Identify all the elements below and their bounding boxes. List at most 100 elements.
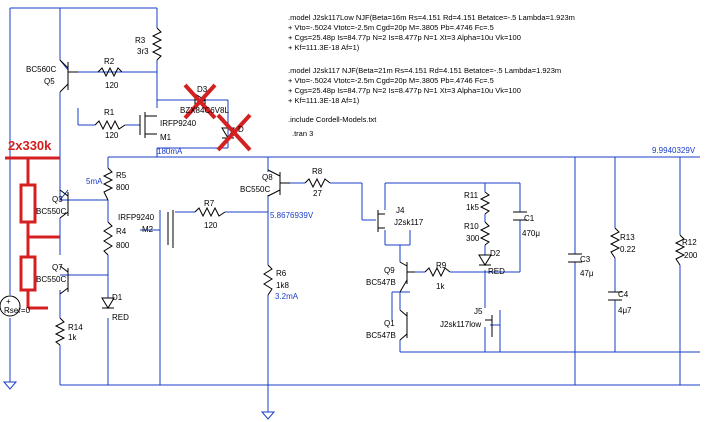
label-d3-type: BZX84C6V8L [180, 106, 229, 115]
capacitor-c1 [513, 211, 527, 221]
resistor-r13 [609, 227, 621, 259]
label-r5-value: 800 [116, 183, 130, 192]
label-r13-value: 0.22 [620, 245, 636, 254]
strike-mark-d3 [183, 83, 217, 120]
spice-directives: .model J2sk117Low NJF(Beta=16m Rs=4.151 … [288, 13, 575, 138]
label-m1-current: 180mA [157, 147, 183, 156]
label-m2: M2 [142, 225, 154, 234]
led-d2 [478, 254, 492, 266]
label-q3-type: BC550C [36, 207, 66, 216]
label-r9: R9 [436, 261, 447, 270]
led-d1 [101, 297, 115, 309]
resistor-r12 [674, 234, 686, 266]
svg-text:-: - [7, 307, 10, 316]
label-r7-value: 120 [204, 221, 218, 230]
label-j4: J4 [396, 206, 405, 215]
label-r13: R13 [620, 233, 635, 242]
label-r3: R3 [135, 36, 146, 45]
label-q5: Q5 [44, 77, 55, 86]
label-j5: J5 [474, 307, 483, 316]
label-j4-type: J2sk117 [394, 218, 424, 227]
transistor-q8 [267, 169, 290, 197]
resistor-r11 [479, 191, 491, 215]
directive-line: + Cgs=25.48p Is=84.77p N=2 Is=8.477p N=1… [288, 86, 521, 95]
label-r5-current: 5mA [86, 177, 103, 186]
directive-line: + Kf=111.3E-18 Af=1) [288, 96, 360, 105]
label-d2: D2 [490, 249, 501, 258]
transistor-q5 [59, 59, 78, 93]
directive-line: .model J2sk117Low NJF(Beta=16m Rs=4.151 … [288, 13, 575, 22]
label-source: Rser=0 [4, 306, 31, 315]
label-node-voltage: 5.8676939V [270, 211, 314, 220]
mosfet-m1 [139, 112, 157, 138]
label-c3-value: 47μ [580, 269, 594, 278]
label-c4: C4 [618, 290, 629, 299]
label-output-voltage: 9.9940329V [652, 146, 696, 155]
label-q1-type: BC547B [366, 331, 396, 340]
resistor-r6 [263, 264, 273, 296]
red-resistor-lower [19, 255, 37, 292]
label-d3: D3 [197, 85, 208, 94]
resistor-r2 [97, 66, 123, 78]
label-q5-type: BC560C [26, 65, 56, 74]
label-j5-type: J2sk117low [440, 320, 481, 329]
ground-icon [2, 378, 18, 390]
label-d1-type: RED [112, 313, 129, 322]
directive-line: .include Cordell-Models.txt [288, 115, 377, 124]
label-c1-value: 470μ [522, 229, 540, 238]
directive-line: .tran 3 [292, 129, 313, 138]
label-r6: R6 [276, 269, 287, 278]
label-r12: R12 [682, 238, 697, 247]
ground-symbols [2, 378, 276, 420]
label-q7: Q7 [52, 263, 63, 272]
strike-mark-diode [216, 113, 252, 152]
label-q8-type: BC550C [240, 185, 270, 194]
label-r11: R11 [464, 191, 479, 200]
label-c1: C1 [524, 214, 535, 223]
label-c3: C3 [580, 255, 591, 264]
annotation-2x330k: 2x330k [8, 138, 52, 153]
red-resistor-upper [19, 183, 37, 224]
label-q7-type: BC550C [36, 275, 66, 284]
label-r8-value: 27 [313, 189, 322, 198]
label-r14: R14 [68, 323, 83, 332]
resistor-r4 [103, 221, 113, 256]
directive-line: + Vto=-.5024 Vtotc=-2.5m Cgd=20p M=.3805… [288, 76, 494, 85]
transistor-q3 [59, 189, 69, 219]
label-q1: Q1 [384, 319, 395, 328]
capacitor-c3 [568, 253, 582, 263]
label-r3-value: 3r3 [137, 47, 149, 56]
label-d-struck: D [238, 125, 244, 134]
label-r1-value: 120 [105, 131, 119, 140]
label-r4-value: 800 [116, 241, 130, 250]
label-r2: R2 [104, 57, 115, 66]
label-r10-value: 300 [466, 234, 480, 243]
label-r4: R4 [116, 227, 127, 236]
directive-line: + Cgs=25.48p Is=84.77p N=2 Is=8.477p N=1… [288, 33, 521, 42]
mosfet-m2 [167, 210, 174, 248]
label-c4-value: 4μ7 [618, 306, 632, 315]
label-m2-type: IRFP9240 [118, 213, 155, 222]
label-r11-value: 1k5 [466, 203, 479, 212]
label-r1: R1 [104, 108, 115, 117]
resistor-r10 [479, 221, 491, 246]
label-r9-value: 1k [436, 282, 445, 291]
transistor-q9 [399, 261, 415, 293]
label-r5: R5 [116, 171, 127, 180]
ground-icon [260, 410, 276, 420]
directive-line: + Kf=111.3E-18 Af=1) [288, 43, 360, 52]
label-q9: Q9 [384, 266, 395, 275]
label-r7: R7 [204, 199, 215, 208]
transistor-q1 [399, 309, 408, 341]
label-r6-current: 3.2mA [275, 292, 299, 301]
label-m1: M1 [160, 133, 172, 142]
jfet-j4 [377, 210, 385, 232]
label-r8: R8 [312, 167, 323, 176]
wire-network [9, 7, 700, 410]
resistor-r1 [94, 119, 126, 131]
red-annotation-lines [5, 156, 60, 310]
label-d1: D1 [112, 293, 123, 302]
label-r6-value: 1k8 [276, 281, 289, 290]
directive-line: + Vto=-.5024 Vtotc=-2.5m Cgd=20p M=.3805… [288, 23, 494, 32]
